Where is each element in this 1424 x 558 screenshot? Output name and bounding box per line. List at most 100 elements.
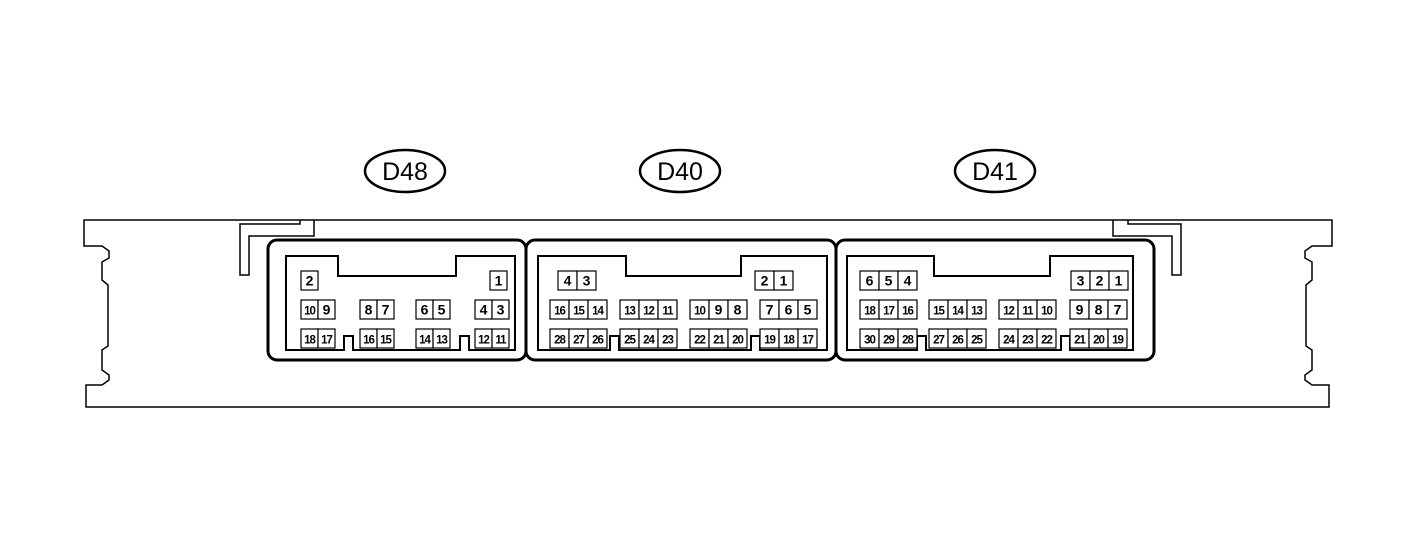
pin-number: 6 xyxy=(785,302,793,318)
pin-d40-16: 16 xyxy=(549,299,570,320)
pin-d41-10: 10 xyxy=(1036,299,1057,320)
pin-box xyxy=(797,328,818,349)
pin-d48-3: 3 xyxy=(491,299,510,320)
connector-labels: D48 D40 D41 xyxy=(363,148,1037,194)
pin-d41-15: 15 xyxy=(928,299,949,320)
right-latch-bracket xyxy=(1112,220,1182,276)
pin-d41-1: 1 xyxy=(1108,270,1129,291)
pin-number: 25 xyxy=(624,335,636,347)
pin-d48-4: 4 xyxy=(474,299,493,320)
pin-number: 10 xyxy=(694,306,705,318)
pin-box xyxy=(897,270,918,291)
pin-number: 12 xyxy=(643,306,654,318)
pin-number: 18 xyxy=(864,306,876,318)
pin-number: 5 xyxy=(438,302,446,318)
pin-number: 12 xyxy=(478,335,489,347)
pin-d40-1: 1 xyxy=(773,270,794,291)
pin-number: 5 xyxy=(885,273,893,289)
pin-number: 2 xyxy=(306,273,314,289)
pin-d40-2: 2 xyxy=(754,270,775,291)
pin-box xyxy=(489,270,508,291)
pin-box xyxy=(1108,270,1129,291)
pin-d40-21: 21 xyxy=(708,328,729,349)
pin-d48-12: 12 xyxy=(474,328,493,349)
pin-box xyxy=(1036,328,1057,349)
pin-number: 9 xyxy=(323,302,331,318)
pin-box xyxy=(491,328,510,349)
pin-box xyxy=(376,299,395,320)
pin-d40-19: 19 xyxy=(759,328,780,349)
pin-d41-7: 7 xyxy=(1107,299,1128,320)
pin-box xyxy=(376,328,395,349)
pin-d41-13: 13 xyxy=(966,299,987,320)
pin-d41-5: 5 xyxy=(878,270,899,291)
pin-box xyxy=(727,299,748,320)
pin-number: 1 xyxy=(1115,273,1123,289)
pin-d41-8: 8 xyxy=(1088,299,1109,320)
pin-d40-6: 6 xyxy=(778,299,799,320)
pin-number: 24 xyxy=(1003,335,1015,347)
pin-d40-27: 27 xyxy=(568,328,589,349)
pin-d41-9: 9 xyxy=(1069,299,1090,320)
pin-d48-13: 13 xyxy=(432,328,451,349)
pin-number: 16 xyxy=(363,335,374,347)
pin-d41-12: 12 xyxy=(998,299,1019,320)
pin-number: 20 xyxy=(732,335,743,347)
pin-number: 28 xyxy=(902,335,914,347)
pin-number: 9 xyxy=(715,302,723,318)
pin-number: 14 xyxy=(419,335,431,347)
pin-number: 24 xyxy=(643,335,655,347)
pin-d41-22: 22 xyxy=(1036,328,1057,349)
pin-number: 13 xyxy=(624,306,635,318)
pin-box xyxy=(432,299,451,320)
pin-d48-6: 6 xyxy=(415,299,434,320)
pin-number: 23 xyxy=(662,335,673,347)
pin-number: 22 xyxy=(1041,335,1052,347)
pin-box xyxy=(657,299,678,320)
pin-number: 7 xyxy=(1114,302,1122,318)
pin-d41-14: 14 xyxy=(947,299,968,320)
pin-number: 6 xyxy=(866,273,874,289)
pin-d40-7: 7 xyxy=(759,299,780,320)
pin-number: 19 xyxy=(1112,335,1123,347)
pin-number: 1 xyxy=(780,273,788,289)
pin-d40-22: 22 xyxy=(689,328,710,349)
pin-number: 21 xyxy=(713,335,725,347)
pin-number: 27 xyxy=(933,335,944,347)
pin-number: 3 xyxy=(497,302,505,318)
pin-number: 15 xyxy=(380,335,392,347)
pin-box xyxy=(587,328,608,349)
pin-d40-8: 8 xyxy=(727,299,748,320)
pin-box xyxy=(966,328,987,349)
connector-d41-body xyxy=(834,238,1156,362)
connector-label-d40: D40 xyxy=(657,158,703,186)
pin-number: 22 xyxy=(694,335,705,347)
pin-number: 11 xyxy=(1022,306,1034,318)
pin-number: 15 xyxy=(573,306,585,318)
pin-number: 20 xyxy=(1093,335,1104,347)
pin-number: 21 xyxy=(1074,335,1086,347)
pin-d48-10: 10 xyxy=(300,299,319,320)
pin-d48-15: 15 xyxy=(376,328,395,349)
pin-number: 16 xyxy=(902,306,913,318)
pin-d41-30: 30 xyxy=(859,328,880,349)
pin-box xyxy=(1107,328,1128,349)
connector-bodies xyxy=(266,238,1156,362)
pin-number: 25 xyxy=(971,335,983,347)
pin-number: 7 xyxy=(382,302,390,318)
pin-number: 1 xyxy=(495,273,503,289)
pin-number: 2 xyxy=(761,273,769,289)
pin-number: 14 xyxy=(952,306,964,318)
pin-box xyxy=(576,270,597,291)
pin-box xyxy=(317,328,336,349)
pin-d48-9: 9 xyxy=(317,299,336,320)
pin-d48-7: 7 xyxy=(376,299,395,320)
pin-d41-24: 24 xyxy=(998,328,1019,349)
pin-d41-20: 20 xyxy=(1088,328,1109,349)
pin-d40-10: 10 xyxy=(689,299,710,320)
pin-number: 13 xyxy=(971,306,982,318)
pin-d40-12: 12 xyxy=(638,299,659,320)
pin-box xyxy=(727,328,748,349)
